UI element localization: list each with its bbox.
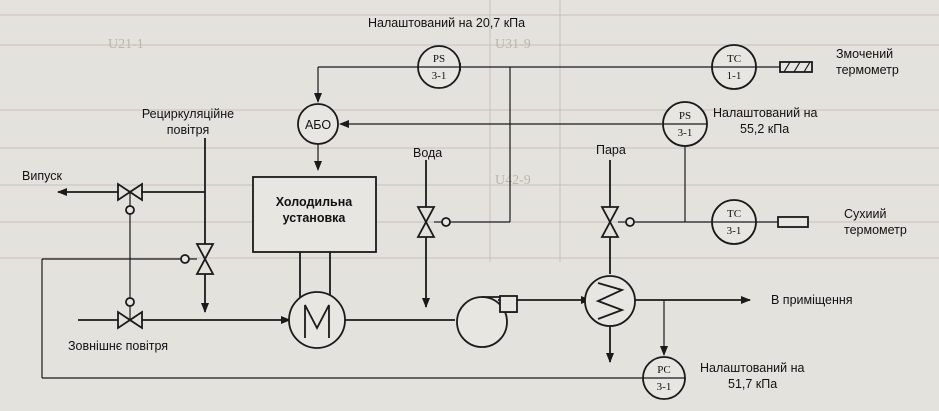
heating-coil: [584, 275, 636, 363]
tc-wet-instrument: TC 1-1: [711, 44, 757, 90]
wet-thermometer-label-2: термометр: [836, 63, 899, 77]
refrigeration-label-1: Холодильна: [276, 195, 354, 209]
refrigeration-unit: Холодильна установка: [252, 176, 377, 300]
setpoint-bottom-label-2: 51,7 кПа: [728, 377, 777, 391]
recirculation-label-2: повітря: [167, 123, 209, 137]
water-line: [416, 160, 510, 308]
dry-thermometer-label-1: Сухиий: [844, 207, 886, 221]
svg-text:АБО: АБО: [305, 118, 331, 132]
supply-fan: [456, 295, 518, 348]
exhaust-label: Випуск: [22, 169, 62, 183]
ps-top-instrument: PS 3-1: [417, 45, 461, 89]
svg-text:3-1: 3-1: [657, 381, 672, 393]
pc-bottom-instrument: PC 3-1: [642, 356, 686, 400]
svg-text:3-1: 3-1: [678, 127, 693, 139]
outside-air-label: Зовнішнє повітря: [68, 339, 168, 353]
svg-text:PS: PS: [679, 110, 691, 122]
steam-line: [600, 160, 712, 274]
setpoint-mid-label-2: 55,2 кПа: [740, 122, 789, 136]
svg-text:1-1: 1-1: [727, 70, 742, 82]
control-lines: [41, 63, 712, 379]
to-room-label: В приміщення: [771, 293, 853, 307]
outside-air-damper: [117, 297, 143, 330]
ghost-text-2: U31-9: [495, 37, 531, 52]
svg-text:PC: PC: [657, 364, 670, 376]
dry-thermometer-label-2: термометр: [844, 223, 907, 237]
main-air-duct: [78, 296, 751, 324]
svg-text:TC: TC: [727, 208, 741, 220]
svg-text:3-1: 3-1: [727, 225, 742, 237]
svg-text:TC: TC: [727, 53, 741, 65]
recirculation-label-1: Рециркуляційне: [142, 107, 234, 121]
wet-thermometer-sensor: [756, 61, 813, 73]
ps-mid-instrument: PS 3-1: [662, 101, 708, 147]
refrigeration-label-2: установка: [283, 211, 347, 225]
exhaust-damper: [117, 182, 143, 215]
setpoint-top-label: Налаштований на 20,7 кПа: [368, 16, 525, 30]
ghost-text-3: U42-9: [495, 173, 531, 188]
ghost-text-1: U21-1: [108, 37, 144, 52]
recirculation-duct: [130, 138, 215, 313]
or-logic-block: АБО: [297, 103, 339, 145]
setpoint-bottom-label-1: Налаштований на: [700, 361, 804, 375]
dry-thermometer-sensor: [756, 216, 809, 228]
svg-text:PS: PS: [433, 53, 445, 65]
tc-dry-instrument: TC 3-1: [711, 199, 757, 245]
wet-thermometer-label-1: Змочений: [836, 47, 893, 61]
water-label: Вода: [413, 146, 442, 160]
svg-text:3-1: 3-1: [432, 70, 447, 82]
setpoint-mid-label-1: Налаштований на: [713, 106, 817, 120]
cooling-coil: [288, 291, 346, 349]
steam-label: Пара: [596, 143, 626, 157]
